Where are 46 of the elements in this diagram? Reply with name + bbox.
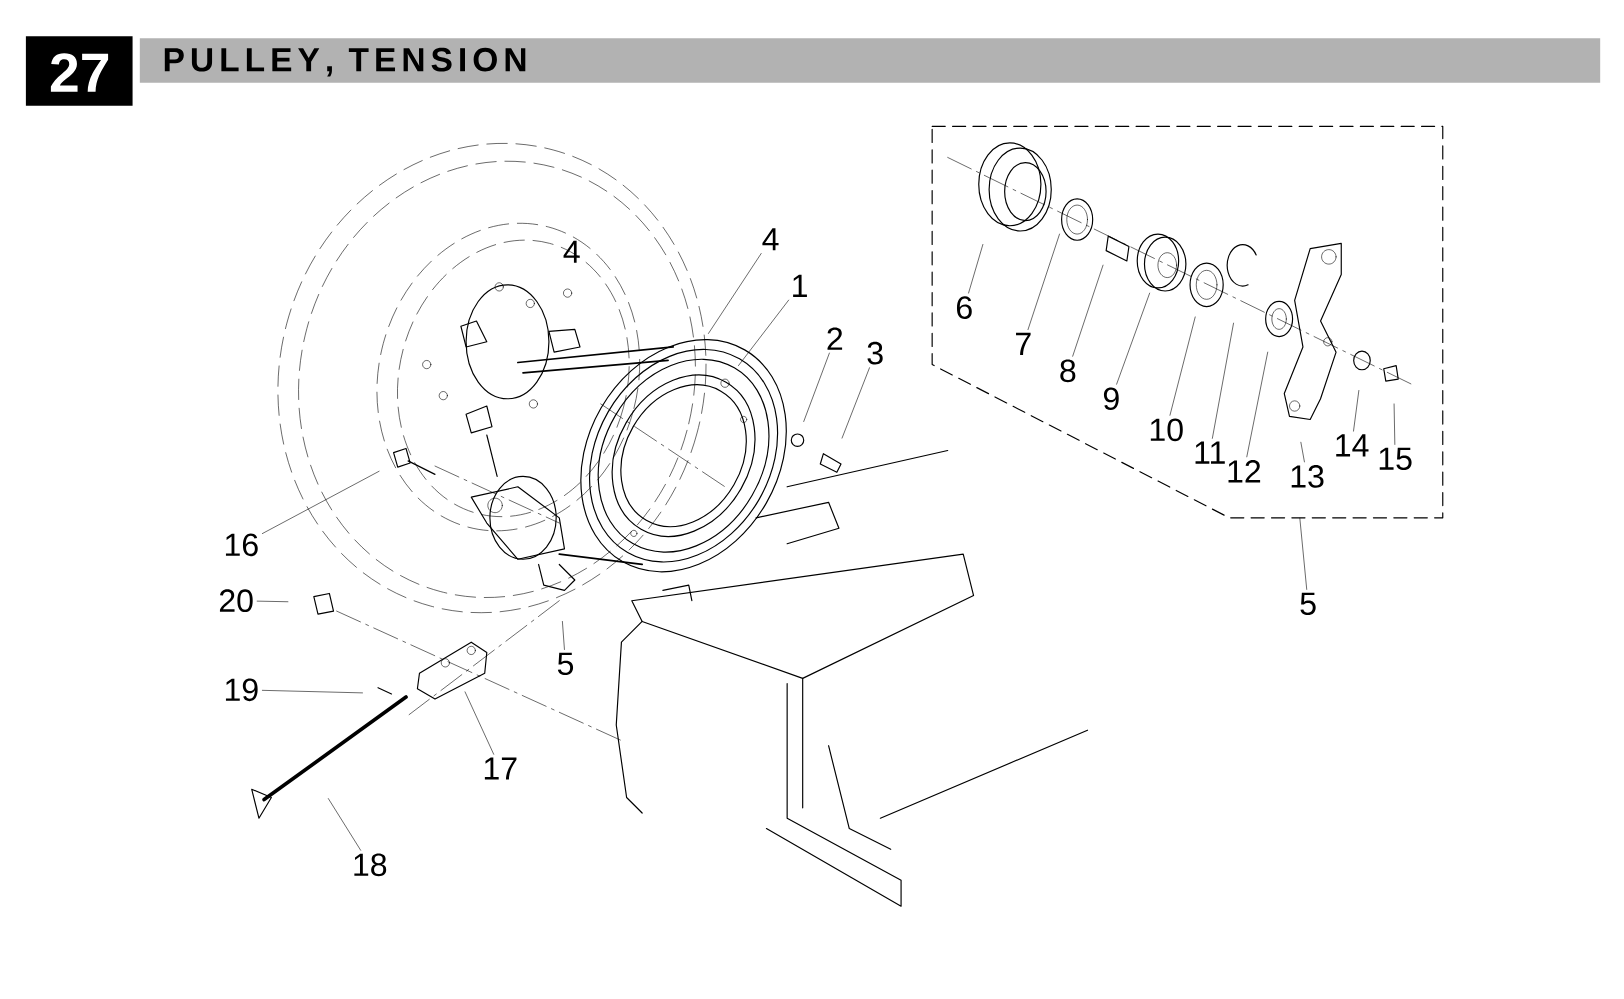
callout-number: 4 (762, 228, 779, 251)
callout-number: 15 (1379, 447, 1412, 470)
leader-line (708, 252, 762, 334)
leader-line (1246, 351, 1268, 457)
leader-line (262, 689, 363, 693)
callout-number: 5 (557, 652, 574, 675)
leader-line (464, 691, 494, 755)
callout-number: 11 (1195, 441, 1225, 464)
leader-line (1169, 316, 1196, 416)
leader-line (256, 600, 289, 602)
leader-line (841, 367, 870, 439)
callout-number: 19 (225, 678, 258, 701)
page-number-box: 27 (25, 36, 133, 106)
callout-number: 4 (563, 240, 580, 263)
callout-number: 3 (867, 341, 883, 365)
leader-line (738, 299, 789, 366)
callout-number: 7 (1016, 332, 1031, 355)
callout-number: 16 (225, 533, 258, 556)
callout-number: 12 (1228, 459, 1261, 483)
callout-number: 20 (219, 589, 253, 612)
leader-line (1212, 322, 1234, 439)
leader-line (1072, 264, 1104, 357)
callout-number: 1 (793, 274, 807, 297)
leader-line (1353, 389, 1360, 432)
callout-number: 6 (956, 296, 972, 319)
title-bar: PULLEY, TENSION (139, 38, 1601, 83)
callout-number: 2 (827, 327, 843, 350)
callout-number: 10 (1150, 418, 1183, 441)
leader-line (328, 798, 361, 851)
callout-number: 18 (354, 853, 387, 876)
leader-line (803, 352, 830, 422)
leader-line (1299, 517, 1307, 590)
callout-number: 8 (1060, 359, 1076, 382)
callout-number: 13 (1291, 464, 1324, 488)
leader-line (968, 243, 984, 294)
leader-line (1393, 403, 1396, 445)
callout-number: 5 (1300, 592, 1316, 615)
dashed-inset-frame (931, 125, 1444, 519)
callout-number: 14 (1336, 434, 1369, 457)
leader-line (262, 470, 380, 534)
callout-number: 17 (484, 757, 517, 780)
leader-line (1300, 441, 1305, 462)
callout-number: 9 (1103, 387, 1119, 410)
leader-line (1116, 292, 1150, 385)
leader-line (562, 620, 565, 650)
leader-line (1027, 233, 1060, 330)
